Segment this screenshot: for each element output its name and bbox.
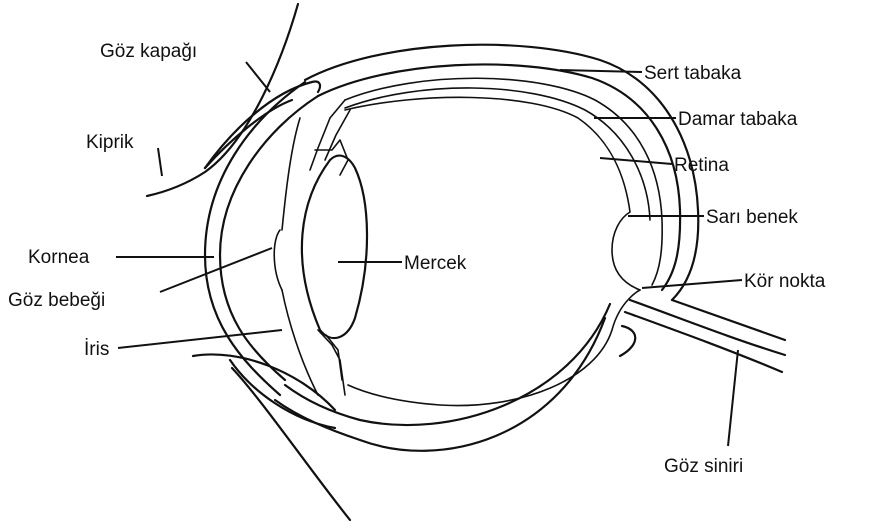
label-sclera: Sert tabaka (644, 63, 742, 84)
leader-eyelash (158, 148, 162, 176)
label-retina: Retina (674, 155, 729, 176)
eyelid (147, 4, 320, 196)
label-choroid: Damar tabaka (678, 109, 798, 130)
choroid (345, 78, 662, 285)
leader-optic-nerve (728, 350, 738, 446)
iris (274, 118, 318, 395)
label-eyelid: Göz kapağı (100, 41, 197, 62)
label-eyelash: Kiprik (86, 132, 134, 153)
label-pupil: Göz bebeği (8, 290, 105, 311)
label-blind-spot: Kör nokta (744, 271, 826, 292)
cornea (205, 82, 318, 395)
label-iris: İris (84, 339, 109, 360)
lower-eyelid (193, 354, 350, 520)
leader-sclera (560, 70, 642, 72)
label-cornea: Kornea (28, 247, 90, 268)
label-optic-nerve: Göz siniri (664, 456, 743, 477)
label-lens: Mercek (404, 253, 467, 274)
lens (302, 156, 367, 338)
leader-eyelid (246, 62, 270, 92)
leader-blind-spot (642, 280, 742, 288)
ciliary-body (310, 100, 350, 395)
label-yellow-spot: Sarı benek (706, 207, 798, 228)
leader-pupil (160, 248, 272, 292)
retina (345, 97, 640, 405)
leader-iris (118, 330, 282, 348)
